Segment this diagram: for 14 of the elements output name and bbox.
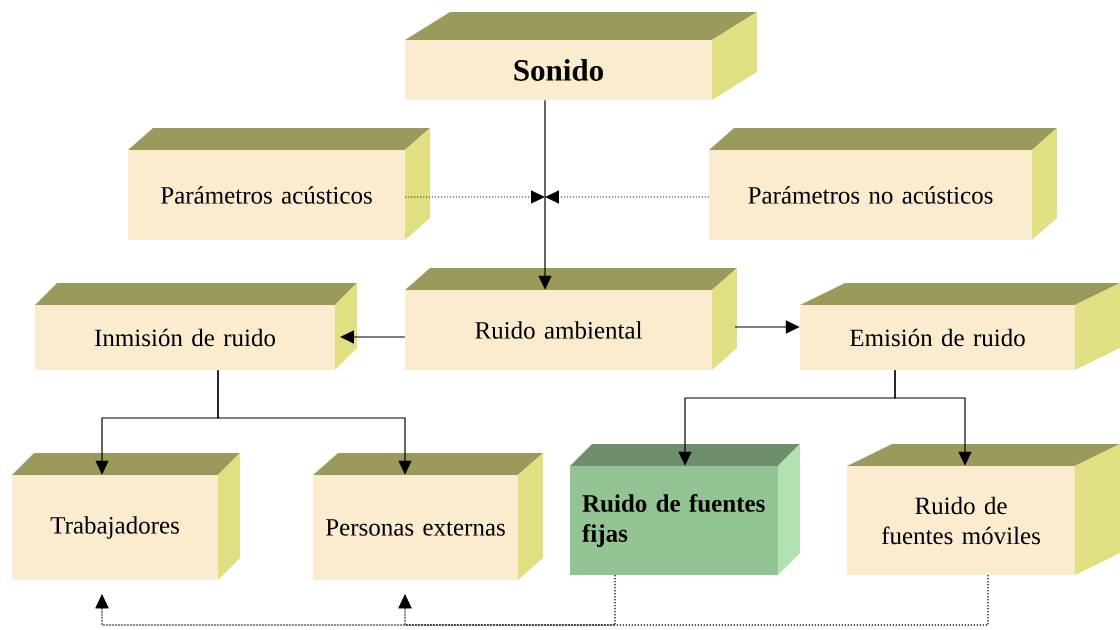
box-3d: Inmisión de ruido [35, 283, 357, 370]
arrow [404, 190, 545, 204]
arrow [545, 190, 710, 204]
box-3d: Sonido [405, 12, 757, 100]
box-3d: Parámetros acústicos [128, 128, 430, 240]
box-3d: Ruido de fuentes móviles [847, 444, 1120, 575]
box-3d: Personas externas [313, 453, 543, 580]
box-3d: Emisión de ruido [800, 283, 1120, 370]
box-3d: Trabajadores [12, 453, 240, 580]
box-3d: Ruido de fuentes fijas [570, 444, 800, 575]
arrow [398, 574, 989, 626]
box-3d: Parámetros no acústicos [709, 128, 1057, 240]
box-3d: Ruido ambiental [405, 268, 737, 370]
arrow [340, 330, 406, 344]
